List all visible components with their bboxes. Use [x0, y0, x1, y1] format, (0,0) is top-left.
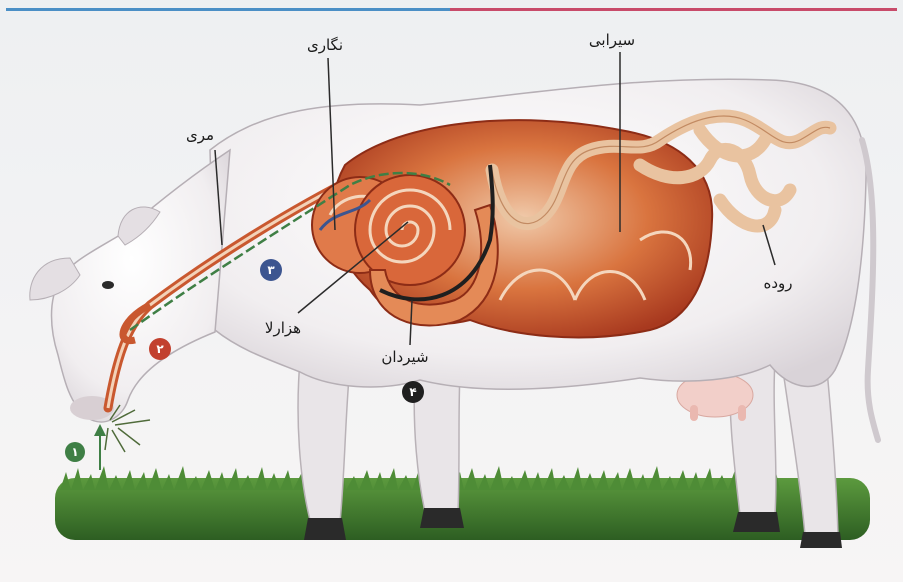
step-marker-4: ۴ [402, 381, 424, 403]
step-marker-3: ۳ [260, 259, 282, 281]
label-rumen: سیرابی [589, 31, 635, 49]
svg-text:۳: ۳ [267, 263, 275, 277]
label-esophagus: مری [186, 126, 214, 144]
step-marker-2: ۲ [149, 338, 171, 360]
label-omasum: هزارلا [265, 319, 301, 337]
label-intestine: روده [763, 274, 792, 292]
label-reticulum: نگاری [307, 36, 343, 54]
svg-text:۱: ۱ [71, 445, 78, 459]
label-abomasum: شیردان [381, 348, 428, 366]
svg-text:۴: ۴ [409, 385, 416, 399]
cow-eye [102, 281, 114, 289]
omasum-organ [355, 175, 465, 285]
top-border-pink [450, 8, 897, 11]
svg-text:۲: ۲ [156, 342, 164, 356]
